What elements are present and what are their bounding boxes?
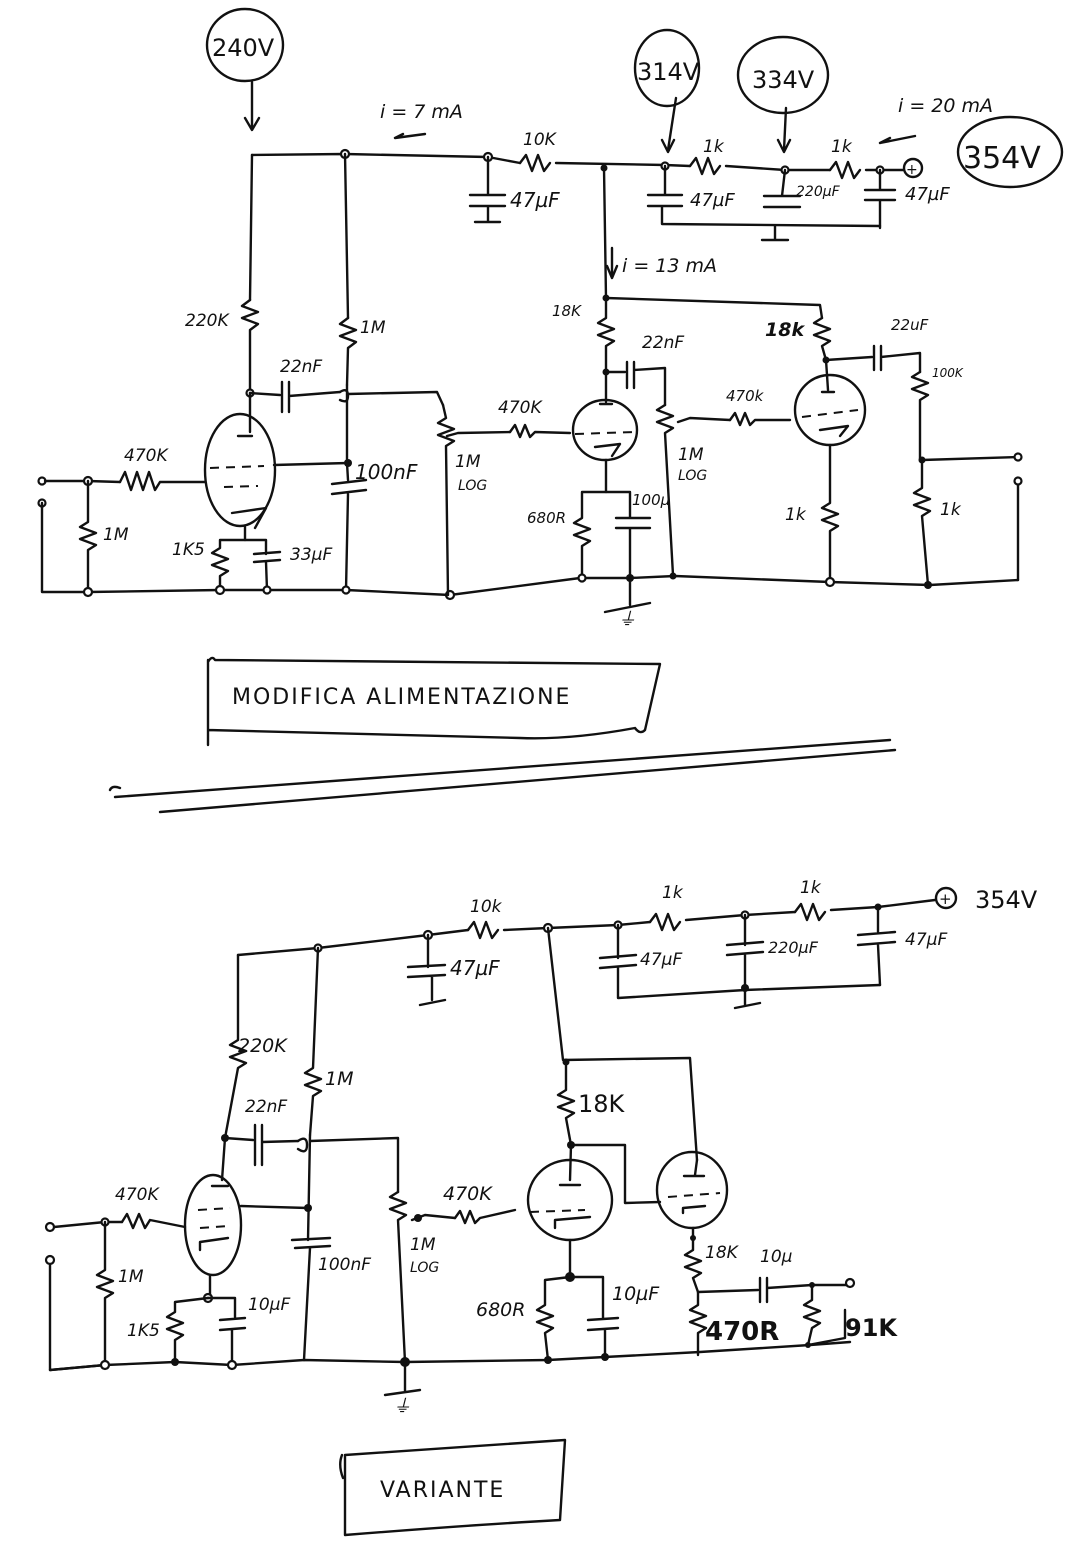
component-label: 1k xyxy=(940,500,962,520)
component-label: 1k xyxy=(831,137,853,157)
resistor-470k xyxy=(118,470,207,492)
component-label: 470K xyxy=(124,446,169,466)
component-label: 470K xyxy=(443,1183,493,1205)
component-label: 1k xyxy=(785,505,807,525)
component-label: 100K xyxy=(932,366,964,380)
resistor-1k xyxy=(688,156,722,176)
output-ground-terminal[interactable] xyxy=(1013,476,1023,486)
component-label: 22nF xyxy=(245,1097,287,1117)
voltage-label: 240V xyxy=(212,34,275,62)
component-label: 470R xyxy=(705,1317,779,1347)
output-terminal[interactable] xyxy=(1013,452,1023,462)
component-label: 1k xyxy=(703,137,725,157)
component-label: LOG xyxy=(410,1260,439,1276)
vacuum-tube-pentode xyxy=(183,1136,243,1277)
supply-terminal xyxy=(902,157,924,179)
plus-icon: + xyxy=(906,162,918,178)
component-label: 91K xyxy=(845,1314,898,1342)
component-label: 47µF xyxy=(510,188,560,212)
component-label: LOG xyxy=(458,478,487,494)
component-label: 10µ xyxy=(760,1247,793,1267)
component-label: 100µ xyxy=(632,491,670,509)
voltage-marker-354v: 354V xyxy=(956,115,1064,189)
component-label: 18k xyxy=(765,319,805,341)
component-label: 47µF xyxy=(690,190,735,211)
component-label: 680R xyxy=(527,509,566,527)
component-label: 18K xyxy=(705,1243,740,1263)
component-label: 1M xyxy=(103,525,129,545)
bottom-circuit: 10k 1k 1k + 354V 47µF 47µF 220µF 47µF 22… xyxy=(44,878,1038,1537)
component-label: 47µF xyxy=(905,184,950,205)
component-label: 100nF xyxy=(318,1255,371,1275)
component-label: 18K xyxy=(552,302,582,320)
component-label: 1k xyxy=(800,878,822,898)
current-label: i = 20 mA xyxy=(898,95,993,117)
component-label: 47µF xyxy=(905,930,947,950)
vacuum-tube-triode-2 xyxy=(793,358,867,447)
supply-voltage-label: 354V xyxy=(975,886,1038,914)
title-banner-modifica: MODIFICA ALIMENTAZIONE xyxy=(108,656,897,814)
component-label: 1M xyxy=(678,445,704,465)
supply-terminal xyxy=(934,886,958,910)
component-label: 470K xyxy=(498,398,543,418)
voltage-marker-334v: 334V xyxy=(736,35,830,154)
section-title: VARIANTE xyxy=(380,1478,505,1503)
voltage-label: 314V xyxy=(637,58,700,86)
component-label: 220µF xyxy=(768,938,819,957)
component-label: 33µF xyxy=(290,545,332,565)
resistor-10k xyxy=(466,920,500,940)
component-label: 1M xyxy=(360,318,386,338)
component-label: 10µF xyxy=(248,1295,290,1315)
voltage-marker-314v: 314V xyxy=(633,28,701,154)
component-label: 100nF xyxy=(355,460,418,484)
resistor-220k xyxy=(240,298,260,394)
resistor-1k xyxy=(793,902,827,922)
component-label: 10K xyxy=(523,130,558,150)
top-circuit: 240V 314V 334V 354V i = 7 mA i = 20 mA i… xyxy=(37,7,1064,814)
section-title: MODIFICA ALIMENTAZIONE xyxy=(232,685,571,710)
current-label: i = 7 mA xyxy=(380,101,463,123)
voltage-label: 334V xyxy=(752,66,815,94)
component-label: 1K5 xyxy=(172,540,205,560)
vacuum-tube-triode-2 xyxy=(655,1150,729,1230)
ground-icon: ⏚ xyxy=(393,1396,411,1417)
component-label: 1M xyxy=(118,1267,144,1287)
component-label: 1M xyxy=(410,1235,436,1255)
vacuum-tube-pentode xyxy=(203,391,277,530)
component-label: 220K xyxy=(238,1035,288,1057)
component-label: 220µF xyxy=(796,184,841,200)
component-label: 18K xyxy=(578,1090,626,1118)
component-label: 220K xyxy=(185,311,230,331)
component-label: LOG xyxy=(678,468,707,484)
title-banner-variante: VARIANTE xyxy=(339,1438,567,1537)
current-label: i = 13 mA xyxy=(622,255,717,277)
component-label: 22nF xyxy=(280,357,322,377)
component-label: 10k xyxy=(470,897,503,917)
resistor-1m xyxy=(338,316,358,387)
voltage-label: 354V xyxy=(963,141,1041,176)
vacuum-tube-triode-1 xyxy=(526,1143,614,1242)
resistor-1k xyxy=(828,160,862,180)
component-label: 470k xyxy=(726,387,765,405)
component-label: 1M xyxy=(455,452,481,472)
component-label: 1K5 xyxy=(127,1321,160,1341)
component-label: 470K xyxy=(115,1185,160,1205)
component-label: 10µF xyxy=(612,1283,660,1305)
plus-icon: + xyxy=(939,890,952,908)
component-label: 22nF xyxy=(642,333,684,353)
component-label: 47µF xyxy=(450,956,500,980)
component-label: 47µF xyxy=(640,950,682,970)
resistor-10k xyxy=(518,153,552,173)
resistor-1k xyxy=(648,912,682,932)
component-label: 1M xyxy=(325,1068,353,1090)
voltage-marker-240v: 240V xyxy=(205,7,285,132)
component-label: 680R xyxy=(476,1299,525,1321)
ground-icon: ⏚ xyxy=(618,609,636,630)
output-terminal[interactable] xyxy=(844,1277,856,1289)
component-label: 22uF xyxy=(891,316,929,334)
component-label: 1k xyxy=(662,883,684,903)
